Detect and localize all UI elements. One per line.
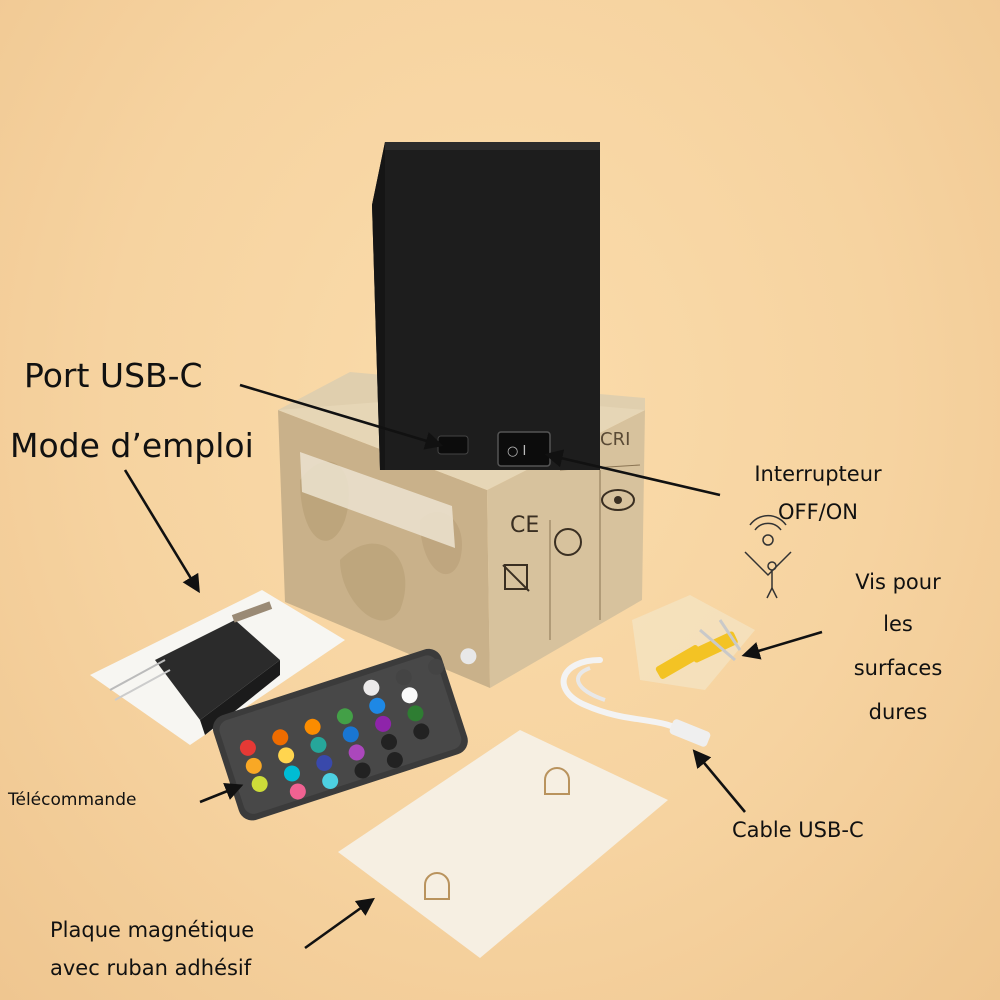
label-screws-line3: surfaces	[853, 656, 943, 680]
remote-button	[401, 687, 418, 704]
arrow-plate	[304, 897, 375, 950]
label-switch-line1: Interrupteur	[754, 462, 882, 486]
remote-button	[283, 765, 300, 782]
screws-and-anchors	[632, 595, 755, 690]
remote-button	[363, 679, 380, 696]
remote-button	[272, 729, 289, 746]
remote-button	[386, 752, 403, 769]
remote-button	[354, 762, 371, 779]
box-brand-text: CRI	[600, 429, 630, 450]
remote-button	[245, 757, 262, 774]
magnetic-plate	[338, 730, 668, 958]
arrow-port	[239, 383, 444, 450]
label-screws-line2: les	[883, 612, 913, 636]
remote-control	[212, 648, 477, 821]
remote-button	[460, 648, 477, 665]
annotation-arrows	[123, 383, 823, 950]
remote-button	[322, 773, 339, 790]
remote-button	[369, 697, 386, 714]
svg-text:○ I: ○ I	[507, 444, 526, 459]
instruction-manual	[90, 590, 345, 745]
ce-mark: CE	[510, 513, 539, 538]
power-switch	[497, 431, 551, 467]
remote-button	[395, 669, 412, 686]
remote-button	[304, 718, 321, 735]
remote-button	[342, 726, 359, 743]
remote-button	[251, 775, 268, 792]
remote-button	[375, 715, 392, 732]
label-manual: Mode d’emploi	[10, 426, 254, 465]
label-plate-line1: Plaque magnétique	[50, 918, 255, 942]
arrow-cable	[692, 749, 746, 813]
label-screws-line4: dures	[868, 700, 928, 724]
arrow-manual	[123, 469, 200, 594]
remote-button	[413, 723, 430, 740]
remote-button	[407, 705, 424, 722]
lamp-cube: ○ I	[372, 142, 600, 470]
label-switch-line2: OFF/ON	[777, 500, 858, 524]
remote-button	[428, 658, 445, 675]
label-remote: Télécommande	[8, 790, 137, 810]
remote-button	[336, 708, 353, 725]
usb-c-cable	[560, 657, 711, 747]
remote-button	[289, 783, 306, 800]
label-screws-line1: Vis pour	[855, 570, 941, 594]
arrow-remote	[199, 782, 244, 804]
remote-button	[239, 739, 256, 756]
arrow-screws	[741, 630, 823, 660]
remote-button	[381, 733, 398, 750]
remote-button	[316, 754, 333, 771]
remote-button	[278, 747, 295, 764]
label-port-usbc: Port USB-C	[24, 356, 203, 395]
motion-sensor-icon	[744, 514, 792, 599]
remote-button	[348, 744, 365, 761]
usb-c-port	[437, 435, 469, 455]
label-cable: Cable USB-C	[732, 818, 864, 842]
remote-button	[310, 736, 327, 753]
label-plate-line2: avec ruban adhésif	[50, 956, 252, 980]
arrow-switch	[544, 449, 721, 497]
